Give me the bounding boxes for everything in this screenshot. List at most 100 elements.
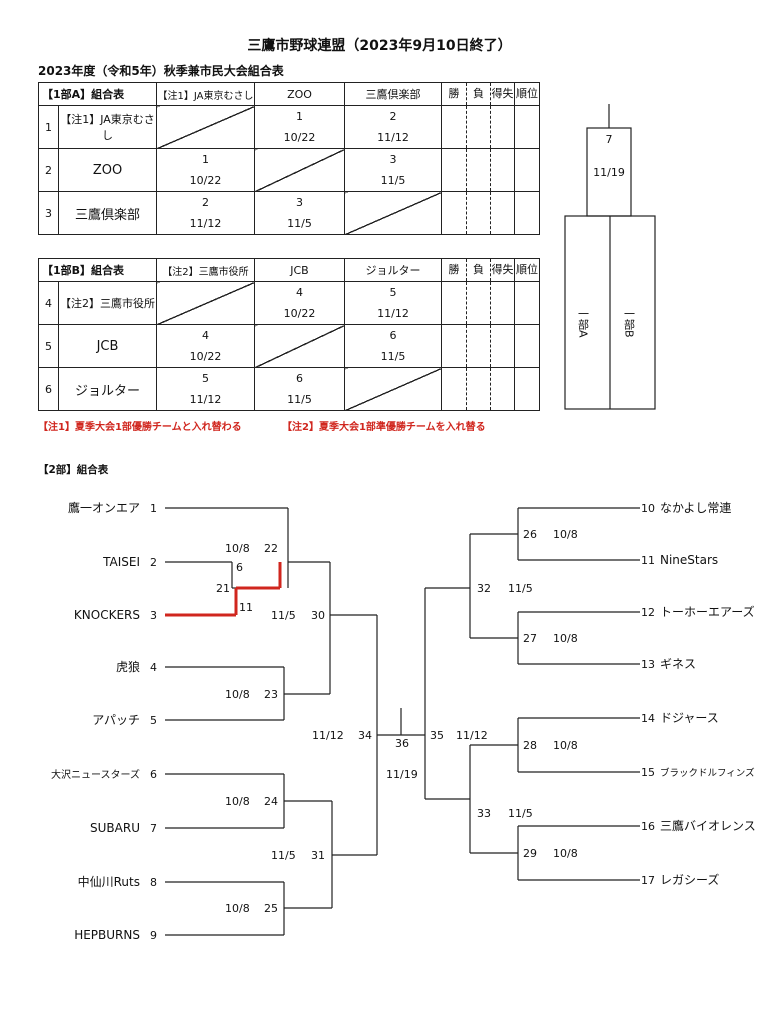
stat-cell [514,281,540,325]
team-name: 鷹一オンエア [68,500,140,515]
game-date: 11/5 [271,849,296,862]
team-seed: 11 [641,554,655,567]
stat-cell [490,148,515,192]
game-date: 10/8 [225,795,250,808]
game-date: 10/8 [225,542,250,555]
stat-cell [514,191,540,235]
team-name: アパッチ [92,713,140,727]
stat-header-diff: 得失 [490,82,515,106]
game-number: 34 [358,729,372,742]
game-date: 11/19 [386,768,418,781]
stat-cell [441,148,467,192]
stat-cell [490,367,515,411]
team-name: NineStars [660,553,718,567]
game-number: 28 [523,739,537,752]
game-number: 6 [236,561,243,574]
team-name: ギネス [660,657,696,671]
team-name: トーホーエアーズ [660,604,755,619]
diagonal-cell [344,191,442,235]
team-seed: 15 [641,766,655,779]
diagonal-cell [254,148,345,192]
team-name: 虎狼 [116,659,140,674]
team-name: 大沢ニュースターズ [51,768,140,781]
stat-cell [441,105,467,149]
row-team: 【注2】三鷹市役所 [58,281,157,325]
team-name: レガシーズ [660,872,719,887]
team-seed: 5 [150,714,157,727]
final1-right-label: 一部B [623,308,636,338]
row-team: ジョルター [58,367,157,411]
team-seed: 13 [641,658,655,671]
row-team: JCB [58,324,157,368]
team-name: 三鷹バイオレンス [660,818,756,833]
team-name: なかよし常連 [660,501,731,515]
game-number: 11 [239,601,253,614]
row-number: 3 [38,191,59,235]
game-number: 33 [477,807,491,820]
col-header: 【注2】三鷹市役所 [156,258,255,282]
stat-cell [466,367,491,411]
final1-left-label: 一部A [577,308,590,338]
team-seed: 16 [641,820,655,833]
game-date: 11/5 [508,582,533,595]
game-number: 22 [264,542,278,555]
stat-cell [466,191,491,235]
final1-game: 7 [606,133,613,146]
team-name: HEPBURNS [74,928,140,942]
team-name: ドジャース [660,711,719,725]
game-date: 10/8 [553,739,578,752]
team-seed: 2 [150,556,157,569]
team-seed: 6 [150,768,157,781]
row-team: ZOO [58,148,157,192]
team-name: ブラックドルフィンズ [660,767,755,779]
team-seed: 12 [641,606,655,619]
team-seed: 9 [150,929,157,942]
game-number: 31 [311,849,325,862]
game-date: 10/8 [553,632,578,645]
game-number: 23 [264,688,278,701]
col-header: JCB [254,258,345,282]
div2-label: 【2部】組合表 [38,464,109,476]
team-name: TAISEI [102,555,140,569]
stat-header-rank: 順位 [514,258,540,282]
stat-cell [514,105,540,149]
team-seed: 8 [150,876,157,889]
team-name: KNOCKERS [74,608,140,622]
game-number: 27 [523,632,537,645]
team-seed: 17 [641,874,655,887]
game-date: 10/8 [225,688,250,701]
diagonal-cell [156,105,255,149]
stat-cell [514,367,540,411]
group-a-table: 【1部A】組合表 【注1】JA東京むさし ZOO 三鷹倶楽部 勝 負 得失 順位… [38,82,540,235]
game-date: 11/5 [271,609,296,622]
game-date: 11/5 [508,807,533,820]
row-team: 【注1】JA東京むさし [58,105,157,149]
team-seed: 4 [150,661,157,674]
col-header: 三鷹倶楽部 [344,82,442,106]
game-number: 24 [264,795,278,808]
tournament-subtitle: 2023年度（令和5年）秋季兼市民大会組合表 [38,64,284,78]
team-seed: 10 [641,502,655,515]
game-number: 30 [311,609,325,622]
note-2: 【注2】夏季大会1部準優勝チームを入れ替る [282,422,486,433]
team-name: SUBARU [90,821,140,835]
team-seed: 3 [150,609,157,622]
game-date: 11/12 [456,729,488,742]
winner-path [165,562,282,617]
stat-cell [490,281,515,325]
note-1: 【注1】夏季大会1部優勝チームと入れ替わる [38,422,242,433]
team-seed: 1 [150,502,157,515]
diagonal-cell [156,281,255,325]
page-title: 三鷹市野球連盟（2023年9月10日終了） [247,38,512,54]
